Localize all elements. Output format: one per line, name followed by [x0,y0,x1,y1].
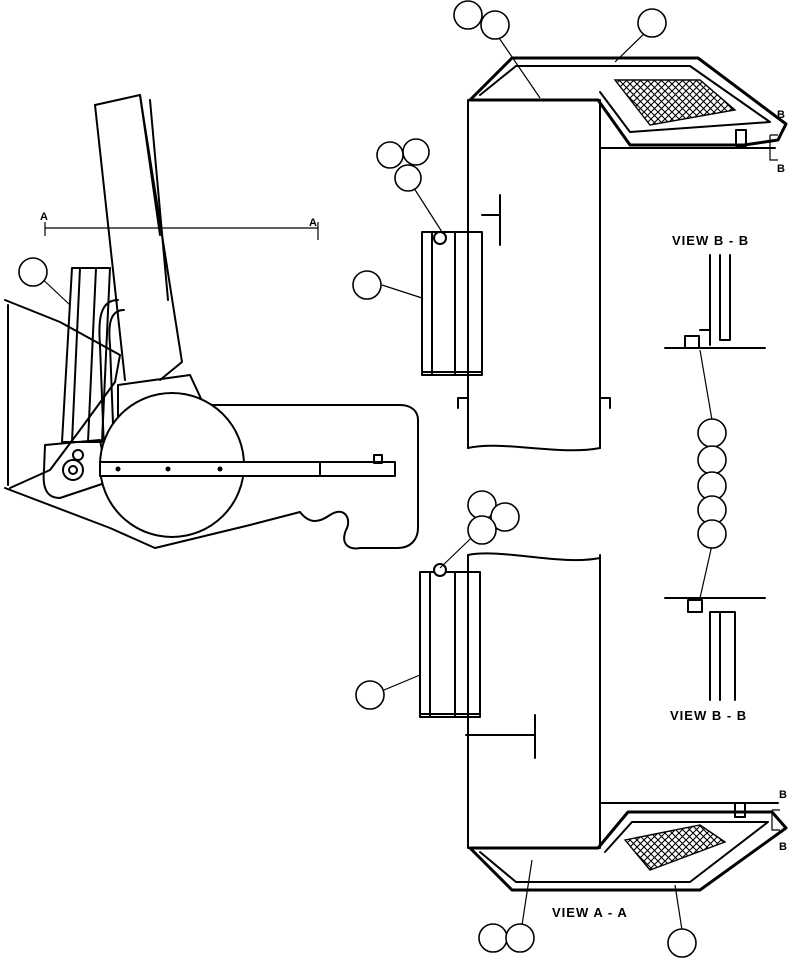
top-step-tray-inner [479,65,771,133]
callout-balloon-15 [490,502,520,532]
support-bar [99,461,396,477]
section-marker-a-left: A [40,211,48,223]
top-column-break [467,444,601,452]
callout-balloon-17 [355,680,385,710]
callout-balloon-19 [505,923,535,953]
bar-hole-1 [115,466,121,472]
view-bb-bottom-panel [709,611,736,701]
bottom-assembly: B B VIEW A - A [419,552,788,920]
bar-hole-3 [217,466,223,472]
pivot-bolt [72,449,84,461]
pivot-pin-center [68,465,78,475]
top-mount-bracket [481,194,501,246]
upright-post-inner [71,267,97,443]
handle-tube [98,299,125,451]
side-view-assembly: A A [4,94,419,550]
frame-lower-edge [4,487,301,549]
pivot-pin [62,459,84,481]
section-marker-b-top-upper: B [777,109,785,121]
bottom-column [467,554,601,849]
view-bb-bottom-leader [699,544,713,599]
section-line-aa [44,222,319,240]
bar-end-block [373,454,383,464]
section-line-bb-top [769,134,778,161]
view-bb-bottom-nut [687,599,703,613]
bottom-step-tray-inner [479,821,769,883]
callout-balloon-4 [376,141,404,169]
view-bb-top-label: VIEW B - B [672,233,749,248]
view-bb-bottom-label: VIEW B - B [670,708,747,723]
bar-hole-2 [165,466,171,472]
top-assembly: B B [421,56,788,452]
top-tray-bracket [735,129,747,147]
callout-balloon-13 [697,519,727,549]
view-aa-label: VIEW A - A [552,905,628,920]
callout-balloon-1 [453,0,483,30]
leader-bottom-tray-left [521,859,533,926]
leader-top-box [381,284,423,299]
section-line-bb-bottom [771,809,780,831]
callout-balloon-18 [478,923,508,953]
upright-post [61,267,111,443]
callout-balloon-16 [467,515,497,545]
bottom-step-mesh [623,824,727,871]
frame-upper-edge [4,299,121,489]
callout-balloon-8 [18,257,48,287]
section-marker-a-right: A [309,217,317,229]
leader-top-tray-left [494,31,541,99]
callout-balloon-7 [352,270,382,300]
view-bb-top-panel [709,254,731,341]
callout-balloon-2 [480,10,510,40]
view-bb-top-leader [699,349,713,421]
top-column-tabs [457,397,611,409]
view-bb-top-nut [684,335,700,349]
top-side-box-bolt [433,231,447,245]
boom-arm-edge [94,104,126,381]
callout-balloon-9 [697,418,727,448]
leader-top-box-bolt [411,184,443,233]
top-step-tray [468,56,788,147]
pivot-bracket [42,439,109,499]
section-marker-b-bottom-lower: B [779,841,787,853]
view-bb-details: VIEW B - B VIEW B - B [664,233,766,723]
callout-balloon-3 [637,8,667,38]
leader-top-tray-right [614,29,649,63]
top-side-box-ribs [431,231,469,376]
bottom-mount-bracket [465,714,536,759]
bottom-side-box-ribs [429,571,469,718]
frame-hook-outline [209,404,419,550]
leader-bottom-tray-right [674,884,683,931]
section-marker-b-top-lower: B [777,163,785,175]
callout-balloon-6 [394,164,422,192]
boom-arm-outline [94,94,183,381]
callout-balloon-10 [697,445,727,475]
bottom-column-break [467,552,601,562]
callout-balloon-20 [667,928,697,958]
section-marker-b-bottom-upper: B [779,789,787,801]
boom-arm-highlight [139,94,169,301]
callout-balloons [18,0,727,958]
bottom-tray-bracket [734,802,746,818]
bottom-step-tray [468,810,788,892]
bottom-side-box-bolt [433,563,447,577]
view-bb-top-clip [699,329,711,346]
callout-balloon-5 [402,138,430,166]
top-step-mesh [613,79,737,126]
top-column [467,99,601,449]
